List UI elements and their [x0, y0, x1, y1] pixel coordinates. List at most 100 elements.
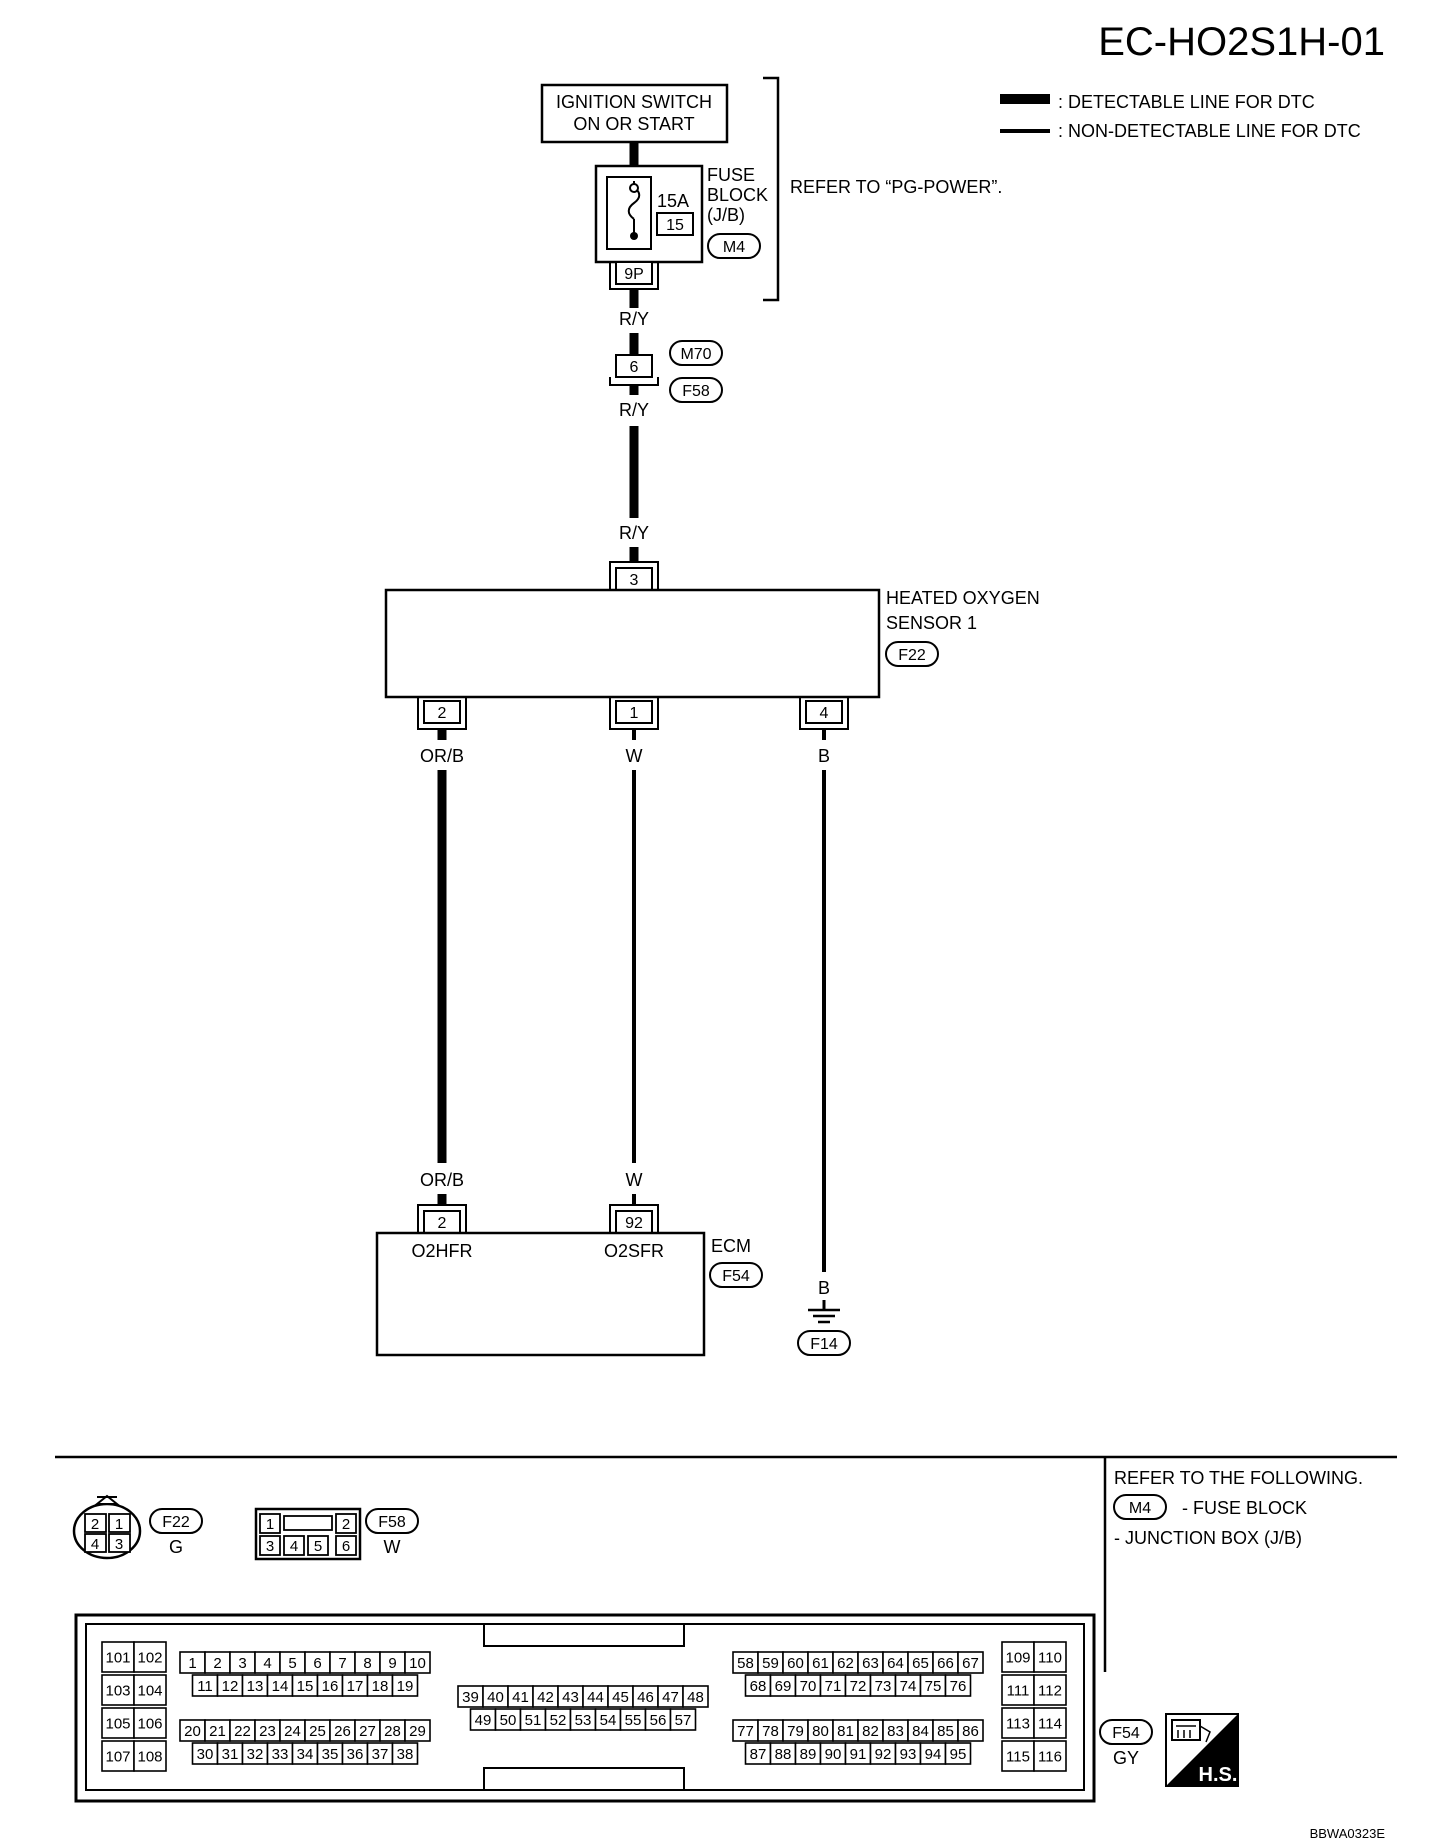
ecm-pin-cell	[944, 1742, 972, 1765]
ecm-pin-cell	[669, 1708, 697, 1731]
ecm-pin-cell	[391, 1674, 419, 1697]
f58-color: W	[384, 1537, 401, 1557]
fuse-refer-text: REFER TO “PG-POWER”.	[790, 177, 1002, 197]
ecm-pin-cell	[101, 1707, 135, 1739]
ecm-pin-number: 9	[388, 1655, 396, 1672]
non-detectable-line-swatch	[1000, 129, 1050, 133]
ecm-pin-number: 76	[950, 1678, 967, 1695]
wire-label-orb-2: OR/B	[420, 1170, 464, 1190]
ecm-pin-number: 104	[137, 1683, 162, 1700]
ecm-pin-number: 75	[925, 1678, 942, 1695]
ecm-pin-number: 36	[347, 1746, 364, 1763]
ecm-pin-number: 71	[825, 1678, 842, 1695]
ecm-pin-number: 35	[322, 1746, 339, 1763]
ecm-pin-cell	[391, 1742, 419, 1765]
ecm-pin-number: 90	[825, 1746, 842, 1763]
ecm-pin-number: 68	[750, 1678, 767, 1695]
ecm-pin-number: 23	[259, 1723, 276, 1740]
wire-label-ry-3: R/Y	[619, 523, 649, 543]
ecm-pin-number: 66	[937, 1655, 954, 1672]
legend-non-detectable-text: : NON-DETECTABLE LINE FOR DTC	[1058, 121, 1361, 141]
ecm-pin-number: 45	[612, 1689, 629, 1706]
ecm-pin-right: 92	[625, 1215, 643, 1232]
f58-pin: 1	[266, 1516, 274, 1533]
ecm-pin-number: 94	[925, 1746, 942, 1763]
f22-pin: 3	[115, 1536, 123, 1553]
ecm-pin-number: 63	[862, 1655, 879, 1672]
ecm-pin-number: 86	[962, 1723, 979, 1740]
ecm-pin-number: 34	[297, 1746, 314, 1763]
ecm-pin-number: 33	[272, 1746, 289, 1763]
ecm-pin-number: 57	[675, 1712, 692, 1729]
ecm-pin-cell	[1001, 1740, 1035, 1772]
ecm-pin-number: 40	[487, 1689, 504, 1706]
refer-following: REFER TO THE FOLLOWING. M4 - FUSE BLOCK …	[1113, 1468, 1363, 1548]
ecm-pin-number: 110	[1038, 1650, 1062, 1667]
refer-item-1: - FUSE BLOCK	[1182, 1498, 1307, 1518]
ecm-pin-number: 106	[137, 1716, 162, 1733]
ecm-pin-number: 81	[837, 1723, 854, 1740]
f22-pin: 2	[91, 1516, 99, 1533]
ecm-pin-number: 31	[222, 1746, 239, 1763]
ecm-pin-number: 44	[587, 1689, 604, 1706]
hs-label: H.S.	[1199, 1764, 1238, 1786]
f54-color: GY	[1113, 1748, 1139, 1768]
wire-label-w-2: W	[626, 1170, 643, 1190]
ecm-pin-number: 47	[662, 1689, 679, 1706]
ecm-pin-number: 2	[213, 1655, 221, 1672]
ecm-pin-number: 24	[284, 1723, 301, 1740]
ecm-pin-number: 38	[397, 1746, 414, 1763]
ecm-pin-number: 22	[234, 1723, 251, 1740]
ecm-pin-number: 80	[812, 1723, 829, 1740]
ecm-pin-number: 16	[322, 1678, 339, 1695]
legend: : DETECTABLE LINE FOR DTC : NON-DETECTAB…	[1000, 92, 1361, 141]
fuse-label-1: FUSE	[707, 165, 755, 185]
ecm-pin-number: 41	[512, 1689, 529, 1706]
joint-connector: 6 M70 F58	[609, 340, 723, 403]
ecm-pin-number: 39	[462, 1689, 479, 1706]
ecm-pin-number: 30	[197, 1746, 214, 1763]
connector-view-f58: 1 2 3 4 5 6 F58 W	[254, 1507, 419, 1561]
wire-label-w-1: W	[626, 746, 643, 766]
ecm-pin-cell	[682, 1685, 709, 1708]
wire-label-ry-2: R/Y	[619, 400, 649, 420]
ecm-pin-number: 103	[105, 1683, 130, 1700]
harness-connector-icon	[1171, 1719, 1211, 1743]
ecm-pin-number: 70	[800, 1678, 817, 1695]
f54-id: F54	[1112, 1725, 1140, 1742]
fuse-connector-id: M4	[723, 239, 745, 256]
f58-id: F58	[378, 1514, 406, 1531]
ecm-pin-number: 77	[737, 1723, 754, 1740]
f22-id: F22	[162, 1514, 190, 1531]
ecm-pin-number: 92	[875, 1746, 892, 1763]
ecm-pin-number: 17	[347, 1678, 364, 1695]
detectable-line-swatch	[1000, 94, 1050, 104]
power-bracket	[763, 76, 780, 302]
ecm-pin-number: 27	[359, 1723, 376, 1740]
ecm-pin-number: 48	[687, 1689, 704, 1706]
ground-icon	[808, 1308, 840, 1324]
ecm-pin-cell	[101, 1740, 135, 1772]
ecm-pin-cell	[1001, 1674, 1035, 1706]
ecm-pin-number: 28	[384, 1723, 401, 1740]
sensor-label-2: SENSOR 1	[886, 613, 977, 633]
ignition-line1: IGNITION SWITCH	[556, 92, 712, 112]
f58-pin: 5	[314, 1538, 322, 1555]
ecm-pin-number: 20	[184, 1723, 201, 1740]
ecm-pin-number: 58	[737, 1655, 754, 1672]
sensor-pin-right: 4	[820, 705, 829, 722]
ecm-pin-number: 21	[209, 1723, 226, 1740]
sensor-pin-top: 3	[630, 572, 639, 589]
ecm-pin-cell	[404, 1651, 431, 1674]
ecm-pin-cell	[1001, 1707, 1035, 1739]
f58-pin: 3	[266, 1538, 274, 1555]
ecm-pin-cell	[133, 1641, 167, 1673]
sensor-label-1: HEATED OXYGEN	[886, 588, 1040, 608]
ground-connector-badge	[797, 1330, 851, 1356]
ecm-pin-number: 52	[550, 1712, 567, 1729]
ignition-line2: ON OR START	[573, 114, 694, 134]
wire-label-ry-1: R/Y	[619, 309, 649, 329]
ecm-pin-number: 91	[850, 1746, 867, 1763]
ecm-pin-number: 60	[787, 1655, 804, 1672]
